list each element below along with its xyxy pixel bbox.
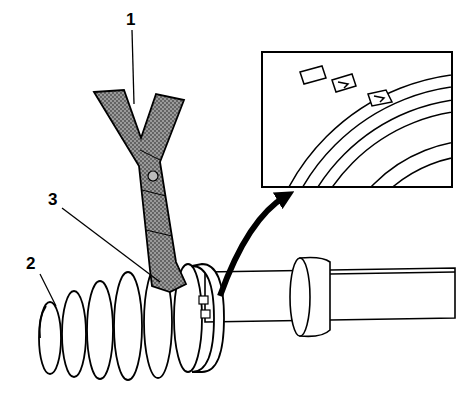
pinch-pliers [94,90,186,292]
callout-number: 3 [46,190,59,209]
leader-line [40,30,160,306]
callout-number: 1 [124,10,137,29]
axle-shaft [205,258,455,337]
detail-inset [262,52,458,408]
boot-clamp [192,264,224,372]
detail-arrow [220,196,286,296]
callout-number: 2 [24,254,37,273]
